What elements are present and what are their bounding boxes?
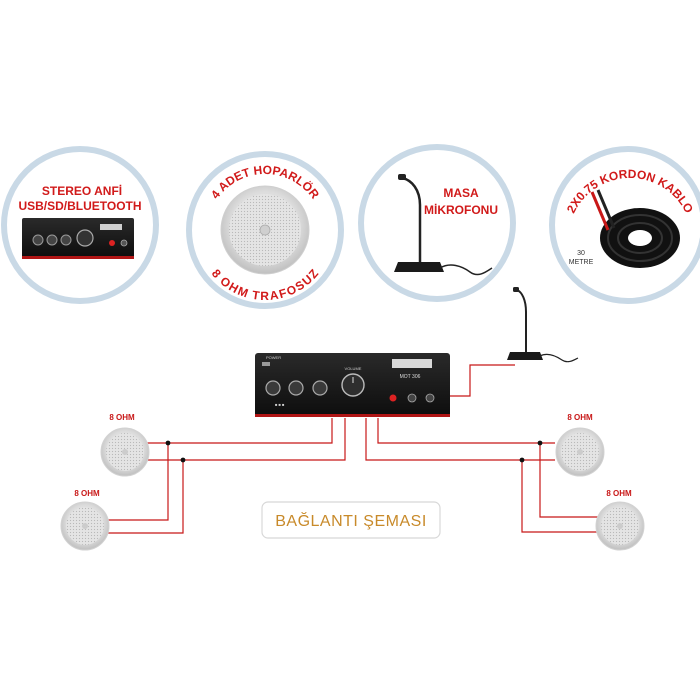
product-circle-speakers: 4 ADET HOPARLÖR 8 OHM TRAFOSUZ xyxy=(186,151,344,309)
left-drop-2 xyxy=(100,460,184,534)
diagram-title: BAĞLANTI ŞEMASI xyxy=(275,511,427,530)
speaker-left-top: 8 OHM xyxy=(100,413,150,477)
ceiling-speaker-icon xyxy=(220,185,310,275)
right-drop-1 xyxy=(539,443,600,518)
diagram-title-box: BAĞLANTI ŞEMASI xyxy=(261,501,441,539)
amp-display xyxy=(392,359,432,368)
product-circle-amplifier: STEREO ANFİ USB/SD/BLUETOOTH xyxy=(1,146,159,304)
amp-volume-label: VOLUME xyxy=(345,366,362,371)
desk-microphone xyxy=(507,287,579,363)
speaker-right-bottom: 8 OHM xyxy=(595,489,645,551)
amp-power-label: POWER xyxy=(266,355,281,360)
amp-jack-icon xyxy=(407,393,417,403)
right-bus-lower xyxy=(365,418,555,461)
amplifier-icon xyxy=(22,218,134,259)
amplifier-label-line1: STEREO ANFİ xyxy=(42,183,122,198)
amp-jack-icon xyxy=(425,393,435,403)
left-bus-lower xyxy=(145,418,346,461)
speaker-right-top: 8 OHM xyxy=(555,413,605,477)
amp-indicator-icon xyxy=(389,394,397,402)
speaker-ohm-label: 8 OHM xyxy=(109,413,135,422)
desk-microphone-icon xyxy=(394,174,493,276)
speaker-ohm-label: 8 OHM xyxy=(567,413,593,422)
wiring xyxy=(100,364,600,534)
left-drop-1 xyxy=(100,443,169,521)
amplifier-label-line2: USB/SD/BLUETOOTH xyxy=(18,199,141,213)
left-bus-upper xyxy=(145,418,333,444)
amplifier-unit: VOLUME POWER MOT 306 ■ ■ ■ xyxy=(255,353,450,417)
wire-junctions xyxy=(165,440,543,463)
speaker-ohm-label: 8 OHM xyxy=(606,489,632,498)
speaker-left-bottom: 8 OHM xyxy=(60,489,110,551)
product-circle-cable: 2X0.75 KORDON KABLO 30 METRE xyxy=(549,146,700,304)
right-drop-2 xyxy=(521,460,600,533)
microphone-label-line1: MASA xyxy=(443,186,479,200)
svg-text:■ ■ ■: ■ ■ ■ xyxy=(275,402,285,407)
amp-model-label: MOT 306 xyxy=(400,374,421,380)
speaker-ohm-label: 8 OHM xyxy=(74,489,100,498)
mic-wire xyxy=(445,364,515,397)
cable-length-unit: METRE xyxy=(569,259,594,266)
product-circle-microphone: MASA MİKROFONU xyxy=(358,144,516,302)
cable-length-number: 30 xyxy=(577,250,585,257)
cable-coil-icon xyxy=(590,189,680,268)
right-bus-upper xyxy=(377,418,555,444)
microphone-label-line2: MİKROFONU xyxy=(424,202,498,217)
